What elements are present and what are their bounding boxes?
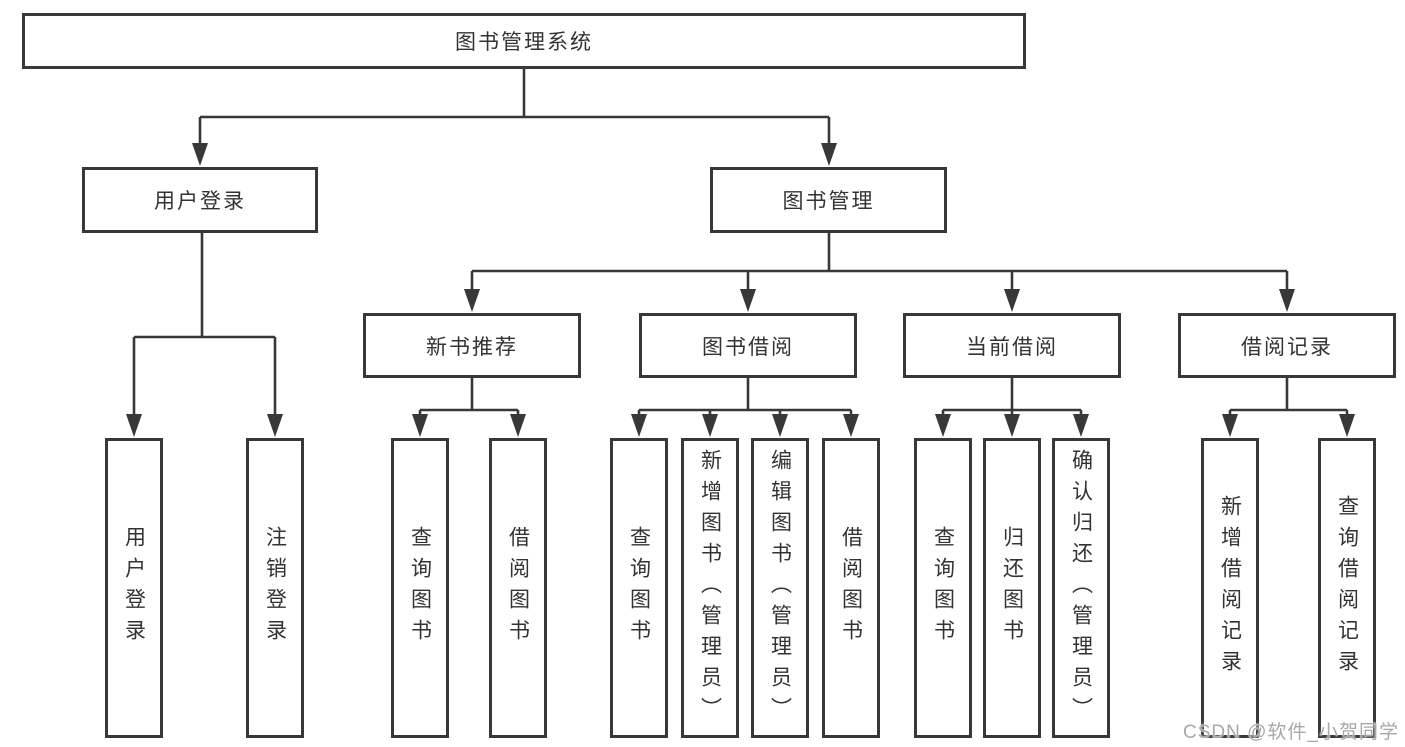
node-book-borrowing: 图书借阅 xyxy=(639,313,857,378)
leaf-label: 借阅图书 xyxy=(839,526,863,650)
leaf-query-borrow-record: 查询借阅记录 xyxy=(1318,438,1376,738)
leaf-logout: 注销登录 xyxy=(246,438,304,738)
leaf-label: 查询图书 xyxy=(627,526,651,650)
node-user-login: 用户登录 xyxy=(82,167,318,233)
leaf-add-book-admin: 新增图书（管理员） xyxy=(681,438,739,738)
leaf-user-login: 用户登录 xyxy=(105,438,163,738)
node-label: 用户登录 xyxy=(154,190,246,213)
node-label: 图书借阅 xyxy=(702,335,794,359)
node-new-book-recommendation: 新书推荐 xyxy=(363,313,581,378)
node-library-management-system: 图书管理系统 xyxy=(22,13,1026,69)
leaf-label: 新增借阅记录 xyxy=(1218,495,1242,681)
leaf-query-books-borrow: 查询图书 xyxy=(610,438,668,738)
leaf-confirm-return-admin: 确认归还（管理员） xyxy=(1052,438,1110,738)
node-label: 借阅记录 xyxy=(1241,335,1333,359)
leaf-label: 注销登录 xyxy=(263,526,287,650)
leaf-label: 编辑图书（管理员） xyxy=(768,448,792,728)
leaf-label: 新增图书（管理员） xyxy=(698,448,722,728)
node-book-management: 图书管理 xyxy=(710,167,947,233)
node-current-borrowing: 当前借阅 xyxy=(903,313,1121,378)
node-label: 图书管理系统 xyxy=(455,31,593,54)
leaf-label: 用户登录 xyxy=(122,526,146,650)
leaf-add-borrow-record: 新增借阅记录 xyxy=(1201,438,1259,738)
csdn-watermark: CSDN @软件_小贺同学 xyxy=(1183,722,1399,743)
leaf-return-book: 归还图书 xyxy=(983,438,1041,738)
leaf-label: 归还图书 xyxy=(1000,526,1024,650)
leaf-borrow-books-recommend: 借阅图书 xyxy=(489,438,547,738)
leaf-label: 确认归还（管理员） xyxy=(1069,448,1093,728)
leaf-borrow-books: 借阅图书 xyxy=(822,438,880,738)
node-label: 当前借阅 xyxy=(966,335,1058,359)
leaf-label: 查询图书 xyxy=(408,526,432,650)
leaf-label: 查询图书 xyxy=(931,526,955,650)
leaf-label: 借阅图书 xyxy=(506,526,530,650)
leaf-edit-book-admin: 编辑图书（管理员） xyxy=(751,438,809,738)
leaf-label: 查询借阅记录 xyxy=(1335,495,1359,681)
leaf-query-books-recommend: 查询图书 xyxy=(391,438,449,738)
node-borrowing-records: 借阅记录 xyxy=(1178,313,1396,378)
leaf-query-books-current: 查询图书 xyxy=(914,438,972,738)
node-label: 图书管理 xyxy=(782,190,875,213)
node-label: 新书推荐 xyxy=(426,335,518,359)
